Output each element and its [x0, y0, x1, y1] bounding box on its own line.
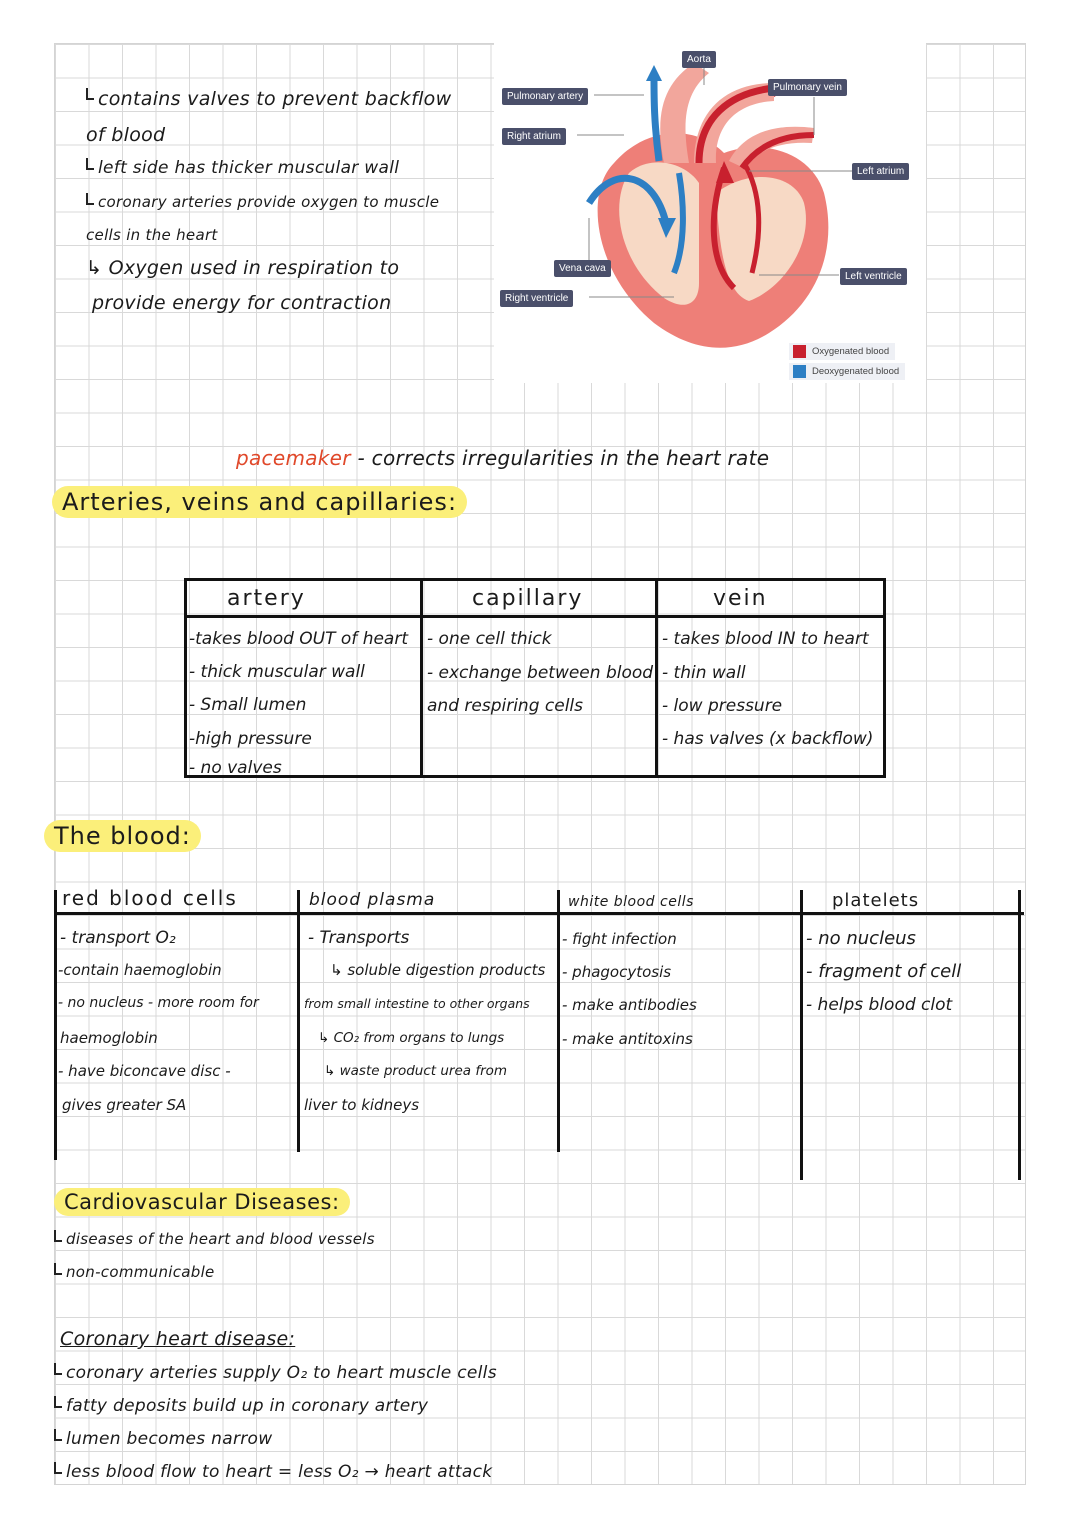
- rbc-item: gives greater SA: [62, 1096, 187, 1114]
- arrow-icon: ↳: [86, 257, 103, 279]
- legend-oxygenated: Oxygenated blood: [789, 343, 896, 360]
- platelets-item: - fragment of cell: [806, 961, 962, 982]
- pacemaker-term: pacemaker: [236, 446, 351, 470]
- plasma-item: from small intestine to other organs: [304, 996, 530, 1011]
- capillary-item: - one cell thick: [427, 629, 552, 649]
- plasma-item: ↳ waste product urea from: [324, 1063, 508, 1079]
- vein-item: - thin wall: [662, 663, 746, 683]
- chd-subheading: Coronary heart disease:: [60, 1328, 296, 1350]
- blood-heading: The blood:: [44, 820, 201, 852]
- plasma-item: ↳ CO₂ from organs to lungs: [318, 1030, 505, 1046]
- legend-deoxygenated: Deoxygenated blood: [789, 363, 906, 380]
- plasma-item: liver to kidneys: [304, 1096, 420, 1114]
- artery-item: - thick muscular wall: [189, 662, 365, 682]
- artery-item: - Small lumen: [189, 695, 307, 715]
- heart-diagram: Aorta Pulmonary artery Pulmonary vein Ri…: [494, 43, 926, 383]
- capillary-item: - exchange between blood: [427, 663, 654, 683]
- col-rbc-title: red blood cells: [62, 886, 238, 910]
- vein-item: - takes blood IN to heart: [662, 629, 869, 649]
- note-valves: contains valves to prevent backflow: [86, 88, 451, 110]
- blood-table: red blood cells blood plasma white blood…: [54, 880, 1024, 1180]
- note-oxygen: ↳ Oxygen used in respiration to: [86, 257, 400, 279]
- note-of-blood: of blood: [86, 124, 166, 146]
- rbc-item: - transport O₂: [60, 928, 176, 948]
- label-left-atrium: Left atrium: [852, 163, 910, 180]
- rbc-item: haemoglobin: [60, 1029, 158, 1047]
- rbc-item: - have biconcave disc -: [58, 1062, 231, 1080]
- blue-swatch-icon: [793, 365, 806, 378]
- platelets-item: - no nucleus: [806, 928, 916, 949]
- col-vein-title: vein: [713, 586, 768, 611]
- red-swatch-icon: [793, 345, 806, 358]
- plasma-item: ↳ soluble digestion products: [330, 961, 546, 979]
- label-pulmonary-vein: Pulmonary vein: [768, 79, 847, 96]
- note-cells-heart: cells in the heart: [86, 226, 218, 244]
- artery-item: -takes blood OUT of heart: [189, 629, 408, 649]
- rbc-item: -contain haemoglobin: [58, 961, 222, 979]
- label-right-atrium: Right atrium: [502, 128, 566, 145]
- wbc-item: - fight infection: [562, 930, 677, 948]
- rbc-item: - no nucleus - more room for: [58, 995, 259, 1011]
- vein-item: - low pressure: [662, 696, 783, 716]
- note-energy: provide energy for contraction: [92, 292, 392, 314]
- col-artery-title: artery: [227, 586, 306, 611]
- col-capillary-title: capillary: [472, 586, 584, 611]
- note-coronary: coronary arteries provide oxygen to musc…: [86, 193, 439, 211]
- cvd-note: non-communicable: [54, 1263, 215, 1281]
- chd-note: less blood flow to heart = less O₂ → hea…: [54, 1462, 492, 1482]
- artery-item: - no valves: [189, 758, 282, 778]
- pacemaker-definition: - corrects irregularities in the heart r…: [357, 446, 770, 470]
- cvd-heading: Cardiovascular Diseases:: [54, 1188, 350, 1216]
- vein-item: - has valves (x backflow): [662, 729, 874, 749]
- vessels-table: artery capillary vein -takes blood OUT o…: [184, 578, 886, 778]
- chd-note: fatty deposits build up in coronary arte…: [54, 1396, 428, 1416]
- label-right-ventricle: Right ventricle: [500, 290, 574, 307]
- platelets-item: - helps blood clot: [806, 995, 953, 1015]
- col-wbc-title: white blood cells: [568, 894, 694, 910]
- capillary-item: and respiring cells: [427, 696, 583, 716]
- vessels-heading: Arteries, veins and capillaries:: [52, 486, 468, 518]
- note-left-side: left side has thicker muscular wall: [86, 158, 399, 178]
- artery-item: -high pressure: [189, 729, 312, 749]
- pacemaker-note: pacemaker - corrects irregularities in t…: [236, 446, 769, 470]
- label-aorta: Aorta: [682, 51, 716, 68]
- plasma-item: - Transports: [308, 928, 410, 948]
- wbc-item: - make antibodies: [562, 996, 697, 1014]
- label-left-ventricle: Left ventricle: [840, 268, 907, 285]
- chd-note: coronary arteries supply O₂ to heart mus…: [54, 1363, 497, 1383]
- wbc-item: - make antitoxins: [562, 1030, 693, 1048]
- col-platelets-title: platelets: [832, 890, 920, 911]
- chd-note: lumen becomes narrow: [54, 1429, 272, 1449]
- heart-illustration-icon: [577, 63, 852, 348]
- wbc-item: - phagocytosis: [562, 963, 672, 981]
- label-pulmonary-artery: Pulmonary artery: [502, 88, 589, 105]
- label-vena-cava: Vena cava: [554, 260, 611, 277]
- cvd-note: diseases of the heart and blood vessels: [54, 1230, 375, 1248]
- col-plasma-title: blood plasma: [309, 890, 436, 910]
